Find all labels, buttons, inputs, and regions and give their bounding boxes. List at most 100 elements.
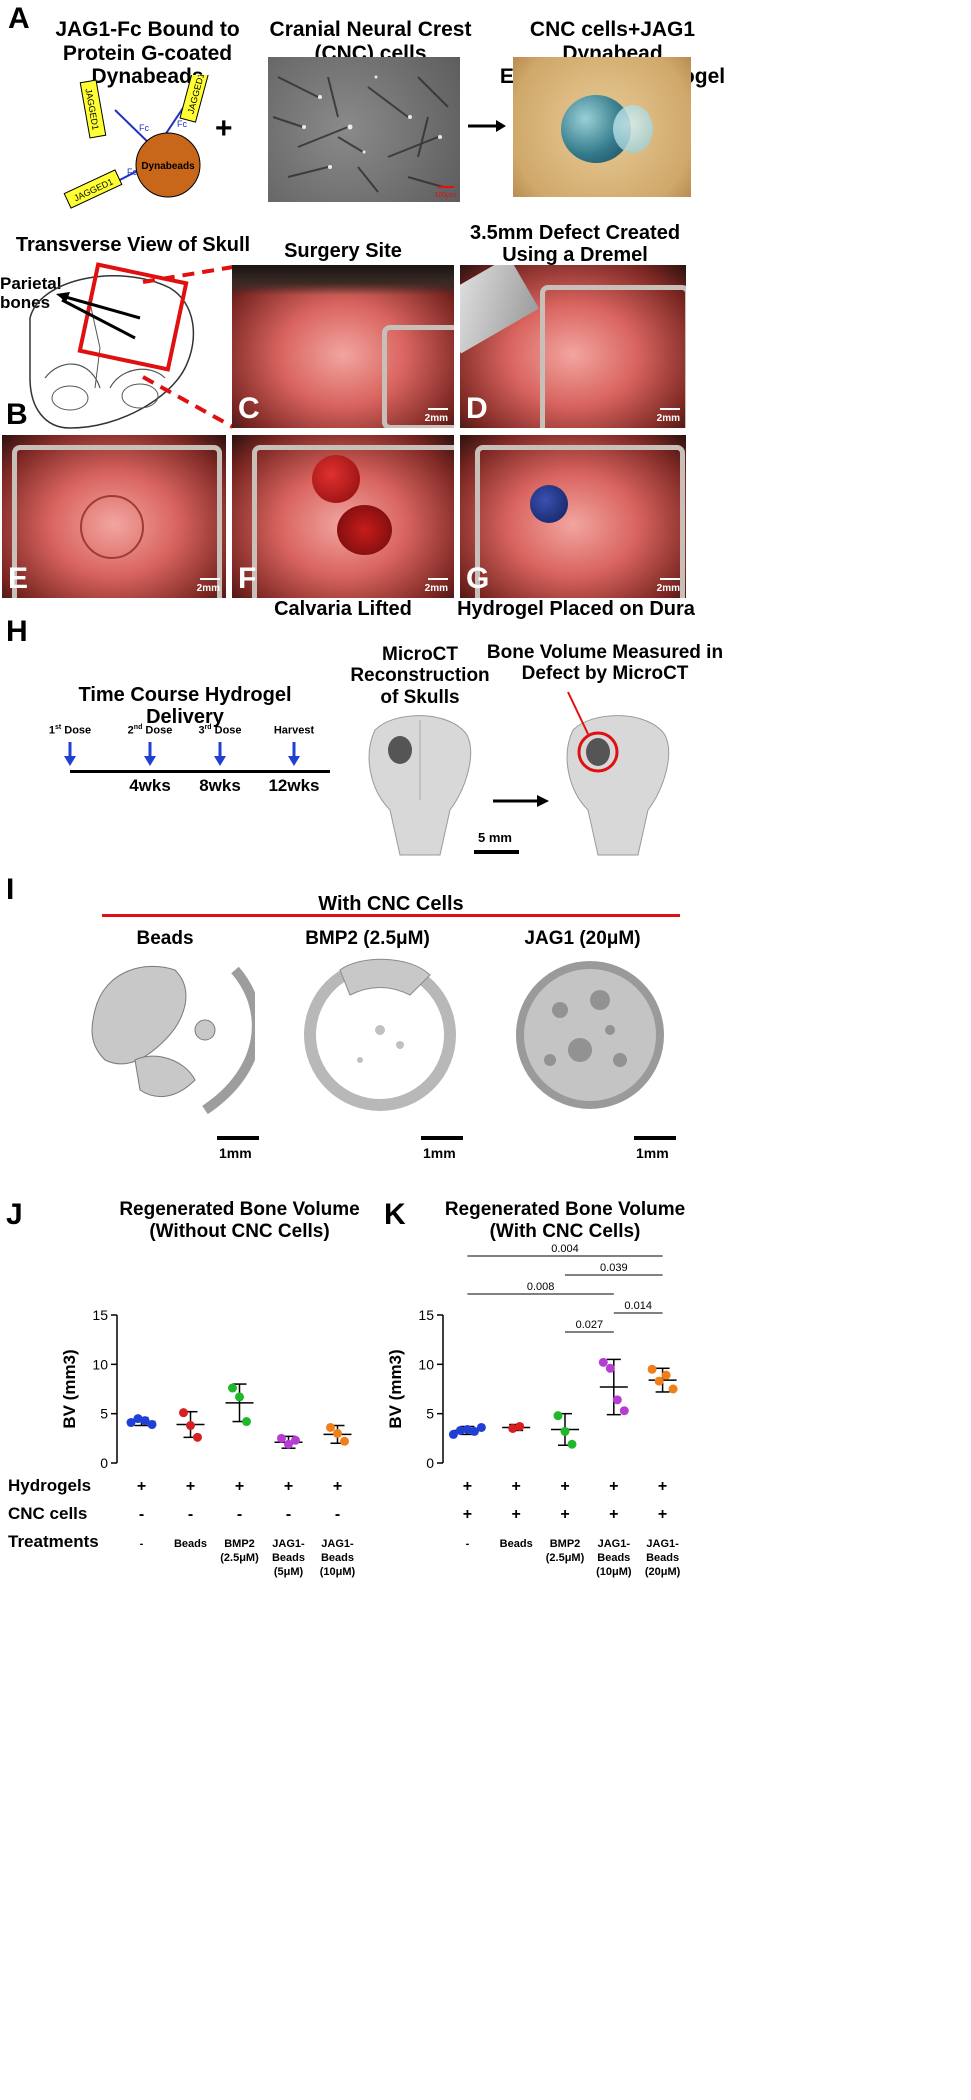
scale-bar-h [474,850,519,854]
data-point [661,1370,671,1380]
y-axis-label: BV (mm3) [386,1349,405,1428]
treatment-label: (2.5μM) [220,1552,259,1564]
row-mark: - [188,1506,193,1523]
timeline-axis [70,770,330,773]
defect-site [337,505,392,555]
data-point [668,1384,678,1394]
week-label: 12wks [268,776,320,795]
retractor [540,285,686,428]
skull-render-right [566,691,670,856]
row-mark: + [560,1506,569,1523]
treatment-label: (20μM) [645,1566,681,1578]
data-point [126,1418,136,1428]
scale-bar-i3 [634,1136,676,1140]
dynabead [135,132,201,198]
treatment-label: BMP2 [550,1538,581,1550]
data-point [619,1406,629,1416]
surgery-photo-d: D 2mm [460,265,686,428]
data-point [340,1436,349,1446]
row-mark: + [609,1506,618,1523]
row-mark: + [333,1478,342,1495]
surgery-photo-e: E 2mm [2,435,226,598]
scale-text-i2: 1mm [423,1145,456,1161]
data-point [560,1426,570,1436]
y-tick-label: 10 [418,1356,434,1372]
row-mark: - [139,1506,144,1523]
surgery-photo-f: F 2mm [232,435,454,598]
dose-label: Harvest [273,724,315,737]
data-point [193,1432,202,1442]
row-label: Treatments [8,1532,99,1551]
panel-g-caption: Hydrogel Placed on Dura [457,598,695,620]
treatment-label: JAG1- [272,1538,305,1550]
row-mark: + [609,1478,618,1495]
scale-text-e: 2mm [196,583,220,594]
row-mark: + [512,1506,521,1523]
dose-arrow-icon [214,742,226,766]
micro-scale-text: 100µm [434,192,456,199]
dremel-tool [460,265,539,354]
retractor [12,445,222,598]
ligand-box-1: JAGGED1 [79,79,107,139]
lifted-calvaria [312,455,360,503]
plus-sign: + [215,112,233,145]
y-tick-label: 5 [426,1406,434,1422]
dose-label: 3rd Dose [198,724,242,737]
panel-label-j: J [6,1198,23,1231]
y-tick-label: 0 [100,1455,108,1471]
treatment-label: - [466,1538,470,1550]
zoom-lines [142,265,234,429]
treatment-label: Beads [597,1552,630,1564]
panel-label-e: E [8,562,29,595]
data-point [567,1439,577,1449]
retractor [382,325,454,428]
micro-scale-line [438,186,454,188]
panel-f-caption: Calvaria Lifted [274,598,412,620]
chart-j: Regenerated Bone Volume(Without CNC Cell… [8,1199,360,1578]
panel-label-a: A [8,2,30,35]
scale-bar-i1 [217,1136,259,1140]
data-point [515,1421,525,1431]
row-mark: + [512,1478,521,1495]
parietal-bones-label: Parietal bones [0,274,62,313]
row-label: Hydrogels [8,1476,91,1495]
y-axis-label: BV (mm3) [60,1349,79,1428]
data-point [612,1395,622,1405]
panel-label-b: B [6,398,28,431]
dose-arrow-icon [288,742,300,766]
row-mark: + [463,1478,472,1495]
dynabead-diagram: Dynabeads JAGGED1 JAGGED1 JAGGED1 Fc Fc … [63,75,211,209]
scale-bar-d [660,408,680,410]
data-point [235,1392,244,1402]
measured-defect-circle [577,731,619,773]
retractor [475,445,685,598]
bv-measure-title: Bone Volume Measured in Defect by MicroC… [486,642,724,685]
data-point [284,1439,293,1449]
surgery-photo-g: G 2mm [460,435,686,598]
surgery-photo-c: C 2mm [232,265,454,428]
hydrogel-on-dura [530,485,568,523]
dynabead-label: Dynabeads [141,161,195,172]
data-point [277,1433,286,1443]
scale-bar-c [428,408,448,410]
data-point [476,1422,486,1432]
data-point [469,1426,479,1436]
data-point [448,1429,458,1439]
hydrogel-reflection [613,105,653,153]
row-mark: - [335,1506,340,1523]
data-point [647,1364,657,1374]
data-point [242,1417,251,1427]
y-tick-label: 10 [92,1356,108,1372]
treatment-label: Beads [500,1538,533,1550]
chart-title: Regenerated Bone Volume [119,1199,359,1220]
panel-label-c: C [238,392,260,425]
data-point [179,1408,188,1418]
treatment-label: JAG1- [646,1538,679,1550]
week-label: 4wks [129,776,171,795]
row-mark: - [286,1506,291,1523]
scale-text-i1: 1mm [219,1145,252,1161]
col-bmp2: BMP2 (2.5μM) [305,928,430,949]
data-point [186,1421,195,1431]
scale-text-d: 2mm [656,413,680,424]
